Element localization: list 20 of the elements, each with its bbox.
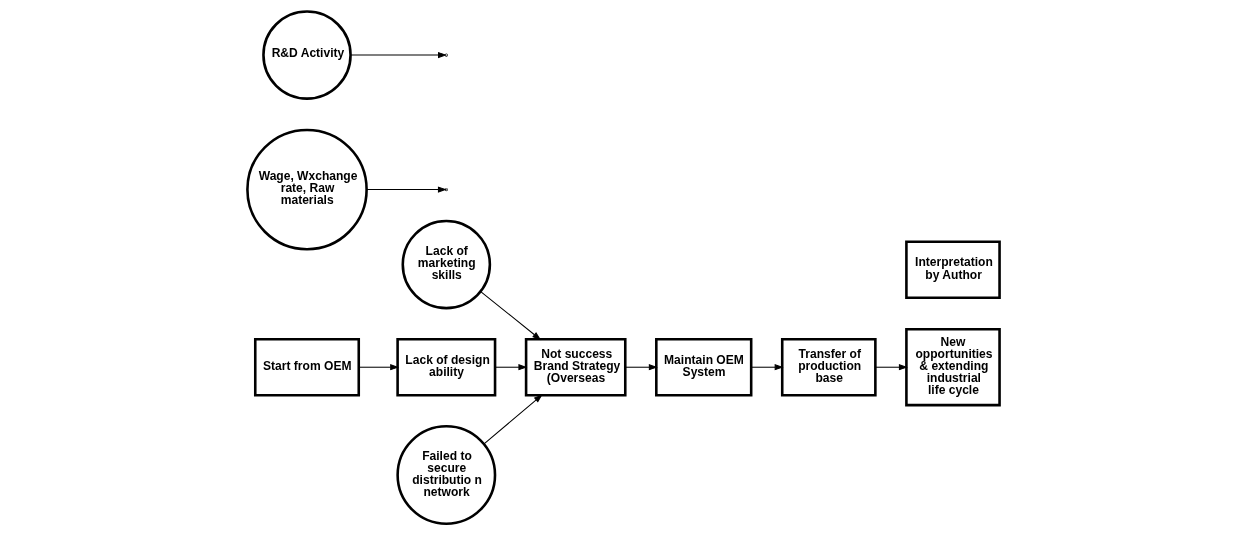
- node-box: Start from OEM: [253, 337, 361, 397]
- node-circle: Failed to secure distributio n network: [396, 425, 497, 525]
- arrow: [358, 364, 400, 371]
- arrow: [480, 291, 542, 341]
- node-box: Not success Brand Strategy (Overseas: [524, 337, 627, 397]
- node-circle: Wage, Wxchange rate, Raw materials: [246, 128, 368, 251]
- node-box: New opportunities & extending industrial life cycle: [905, 328, 1001, 407]
- arrow: [750, 364, 784, 371]
- arrow: [350, 51, 447, 59]
- node-box: Maintain OEM System: [655, 337, 753, 397]
- arrow: [366, 186, 447, 193]
- arrow: [875, 364, 908, 371]
- node-box: Lack of design ability: [396, 337, 497, 397]
- node-box: Transfer of production base: [780, 337, 877, 397]
- arrow: [494, 364, 528, 371]
- arrow: [483, 394, 543, 445]
- node-circle: Lack of marketing skills: [401, 219, 492, 310]
- node-box: Interpretation by Author: [905, 240, 1001, 300]
- node-circle: R&D Activity: [262, 10, 352, 100]
- arrow: [624, 364, 658, 371]
